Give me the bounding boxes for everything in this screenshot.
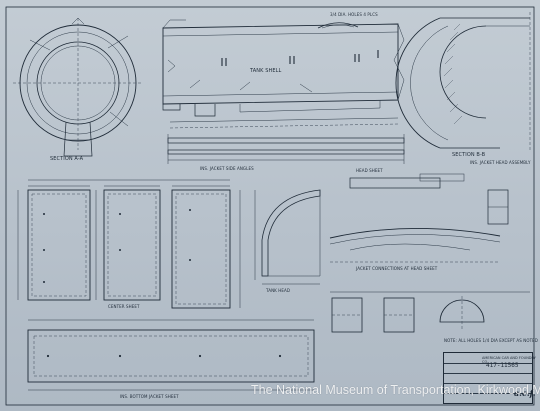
title-block [443, 352, 533, 404]
head-sheet-label: HEAD SHEET [356, 168, 383, 173]
sheet-views-left [17, 179, 241, 309]
drawing-number: 417-11565 [486, 362, 519, 369]
jacket-connection-note: JACKET CONNECTIONS AT HEAD SHEET [356, 266, 438, 271]
general-note: NOTE: ALL HOLES 1/4 DIA EXCEPT AS NOTED [444, 338, 538, 343]
jacket-side-angles [167, 134, 405, 164]
company-name: AMERICAN CAR AND FOUNDRY CO. [482, 356, 536, 364]
tank-head-corner [254, 189, 321, 285]
bottom-jacket-sheet [27, 319, 315, 391]
bottom-sheet-label: INS. BOTTOM JACKET SHEET [120, 394, 179, 399]
section-b-label: SECTION B-B [452, 152, 486, 158]
tank-shell-label: TANK SHELL [250, 68, 282, 74]
center-sheet-label: CENTER SHEET [108, 304, 140, 309]
jacket-side-angle-note: INS. JACKET SIDE ANGLES [200, 166, 254, 171]
dome-flange-note: 3/4 DIA. HOLES 4 PLCS [330, 12, 378, 17]
tank-head-label: TANK HEAD [266, 288, 291, 293]
detail-squares [331, 296, 485, 333]
acf-logo: a.c.f. [514, 388, 536, 398]
jacket-connection-view [329, 173, 509, 263]
museum-watermark: The National Museum of Transportation, K… [251, 383, 540, 397]
head-section-view [395, 12, 531, 150]
jacket-head-note: INS. JACKET HEAD ASSEMBLY [470, 160, 531, 165]
ring-section-view [13, 17, 143, 157]
section-a-label: SECTION A-A [50, 156, 84, 162]
tank-shell-elevation [162, 19, 405, 129]
sheet-border [5, 6, 535, 406]
